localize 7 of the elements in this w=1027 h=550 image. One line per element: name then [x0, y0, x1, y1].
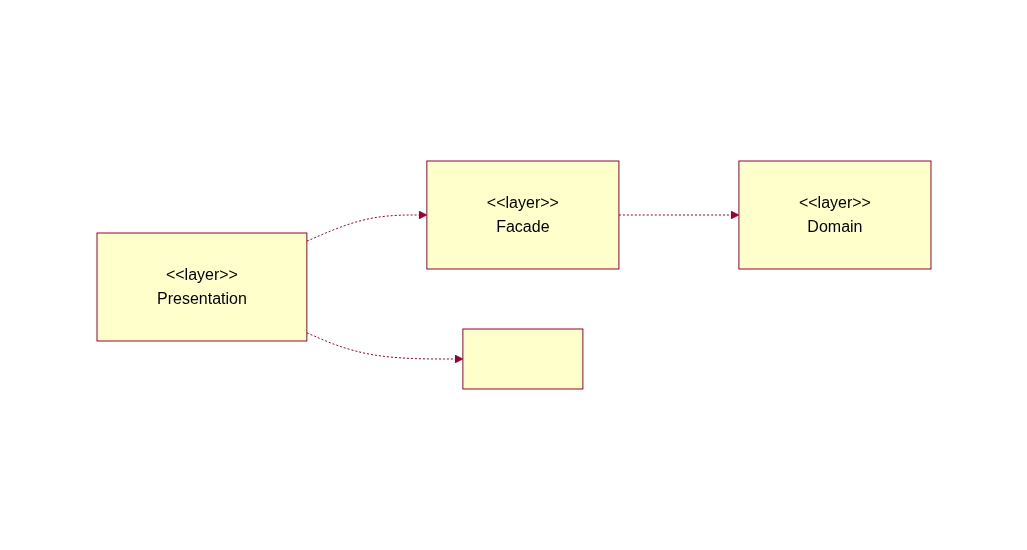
arrow — [305, 210, 427, 242]
node-box: <<layer>> Presentation — [96, 232, 307, 342]
node-box: <<layer>> Domain — [737, 160, 931, 270]
node-box: <<layer>> Facade — [425, 160, 619, 270]
node-box — [461, 328, 583, 390]
arrow — [305, 332, 463, 364]
arrow — [617, 210, 739, 220]
